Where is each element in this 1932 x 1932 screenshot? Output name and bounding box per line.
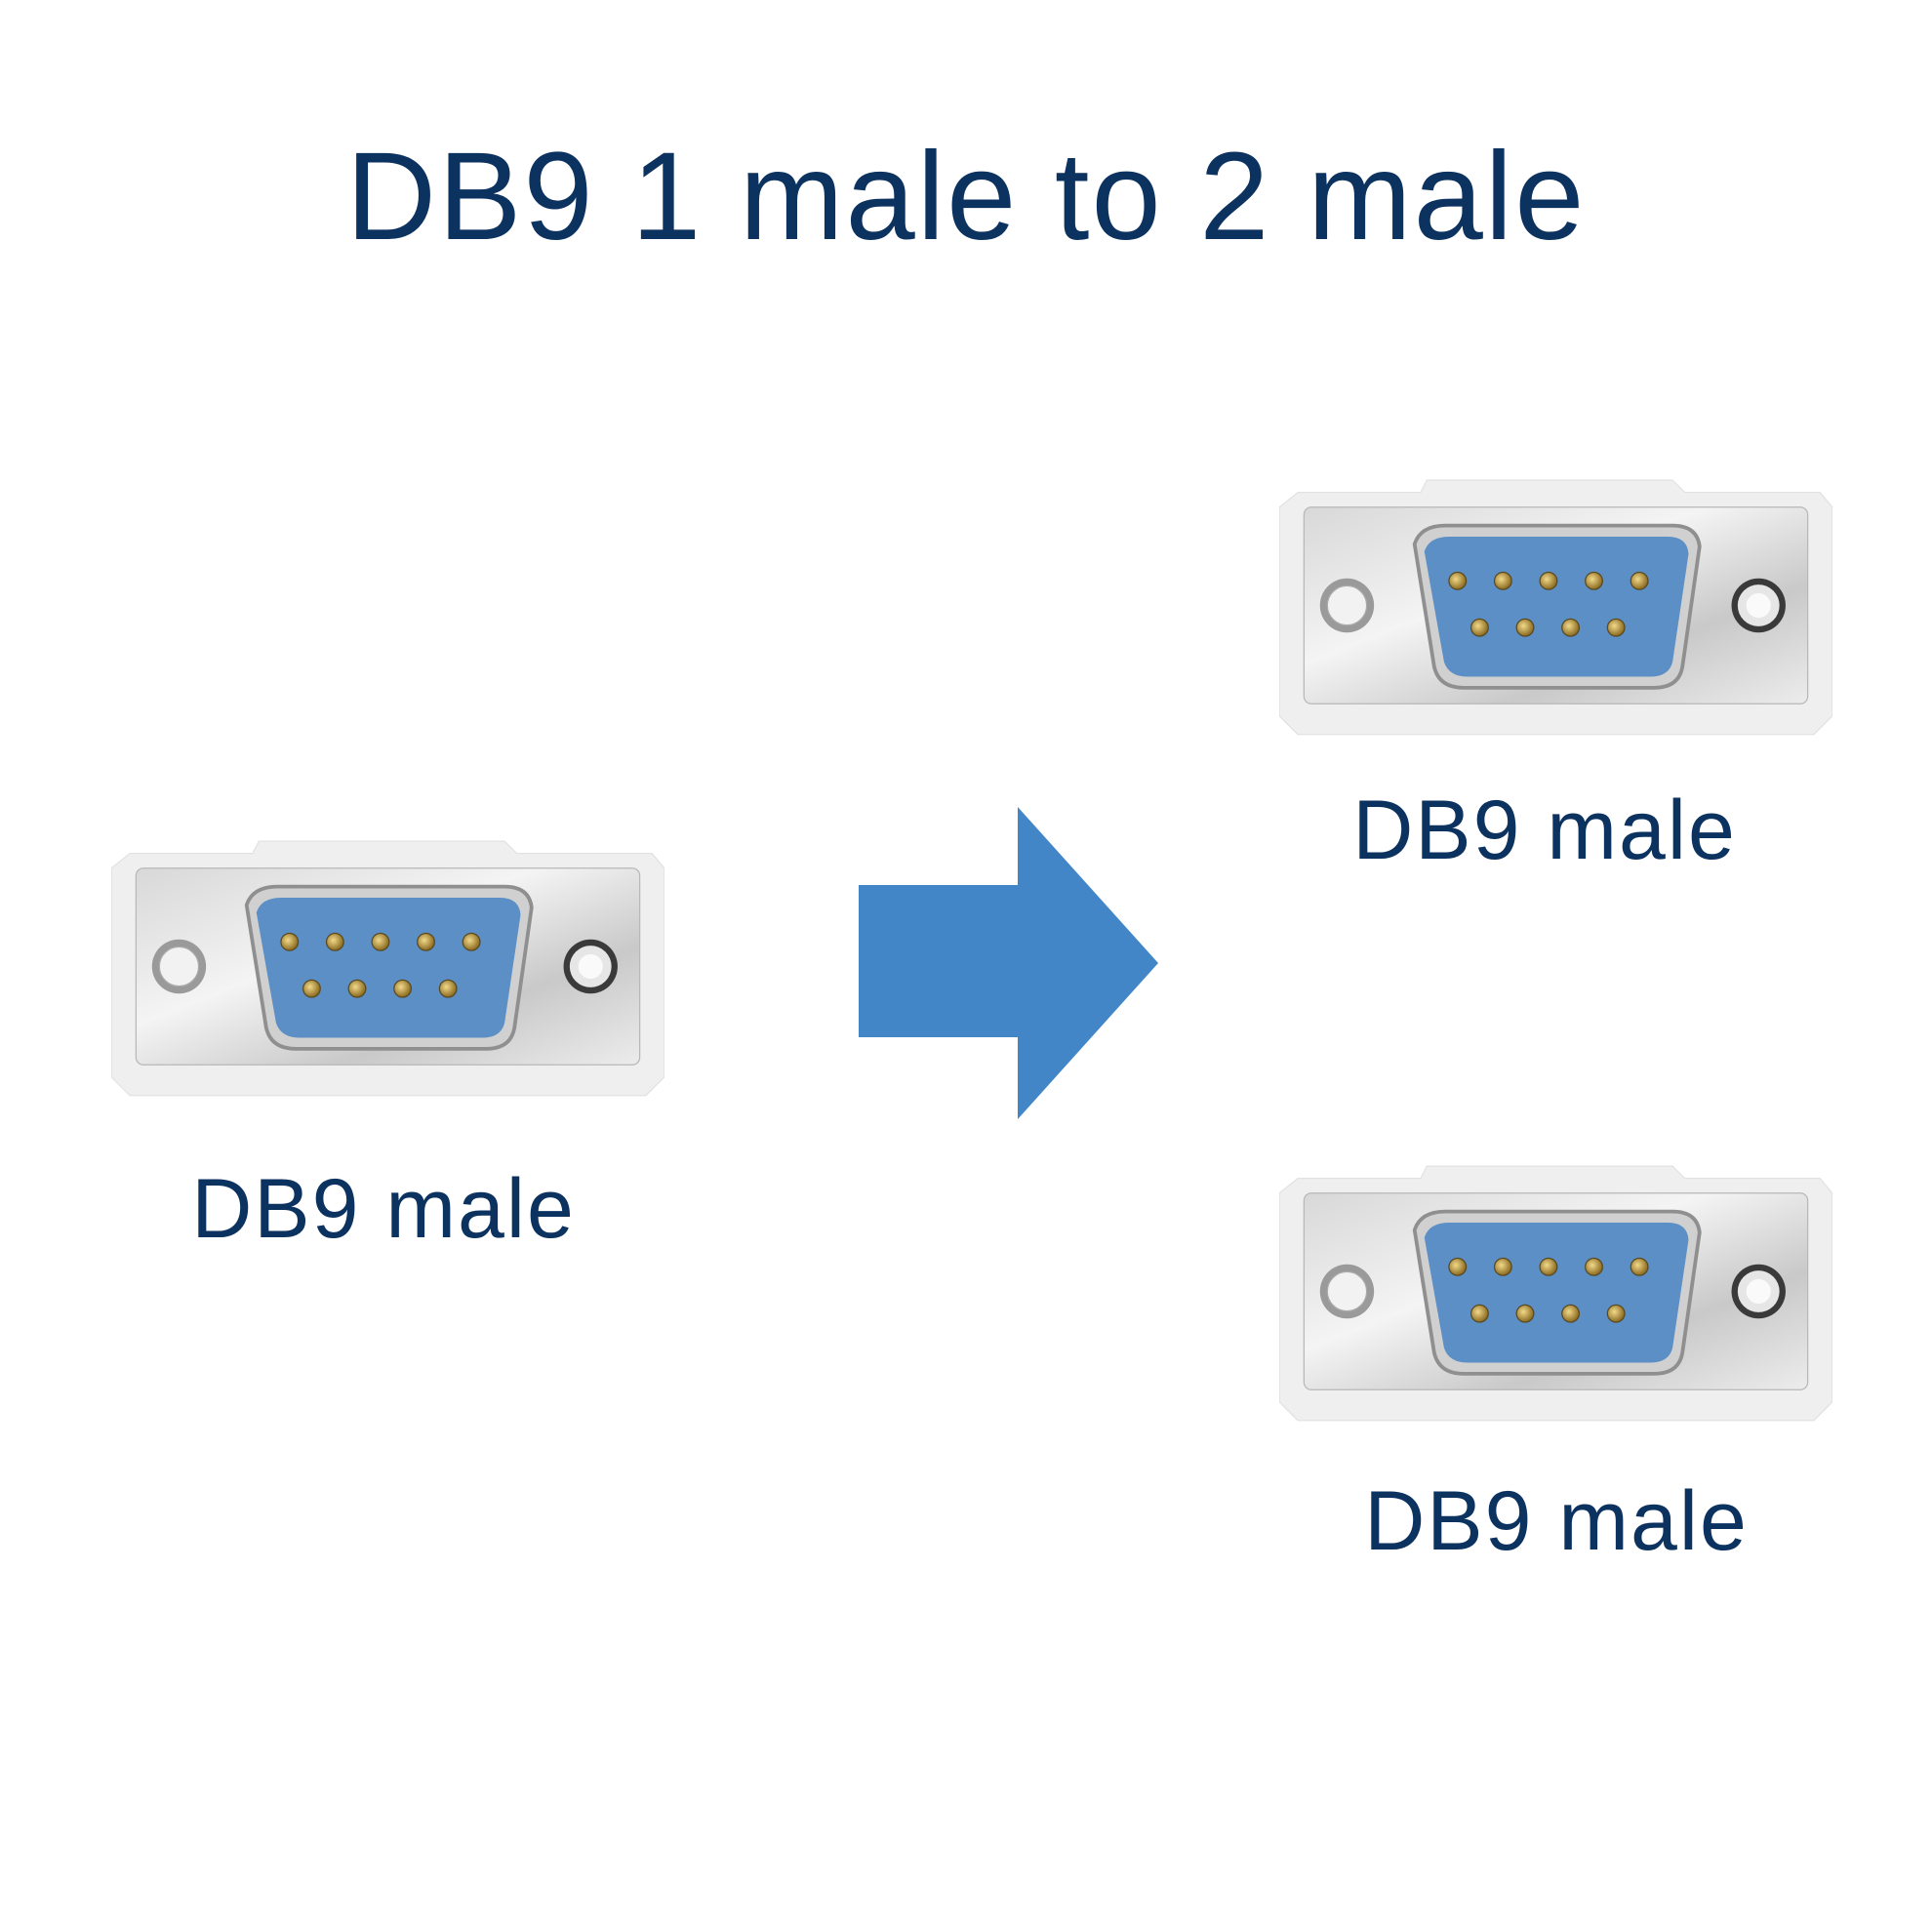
right-arrow-icon bbox=[859, 807, 1158, 1119]
output-connector-label-2: DB9 male bbox=[1364, 1474, 1749, 1568]
output-db9-male-connector-2 bbox=[1279, 1156, 1832, 1427]
output-db9-male-connector-1 bbox=[1279, 470, 1832, 741]
output-connector-label-1: DB9 male bbox=[1352, 784, 1737, 877]
source-connector-label: DB9 male bbox=[191, 1162, 576, 1256]
source-db9-male-connector bbox=[111, 831, 664, 1102]
page-title: DB9 1 male to 2 male bbox=[345, 127, 1587, 266]
